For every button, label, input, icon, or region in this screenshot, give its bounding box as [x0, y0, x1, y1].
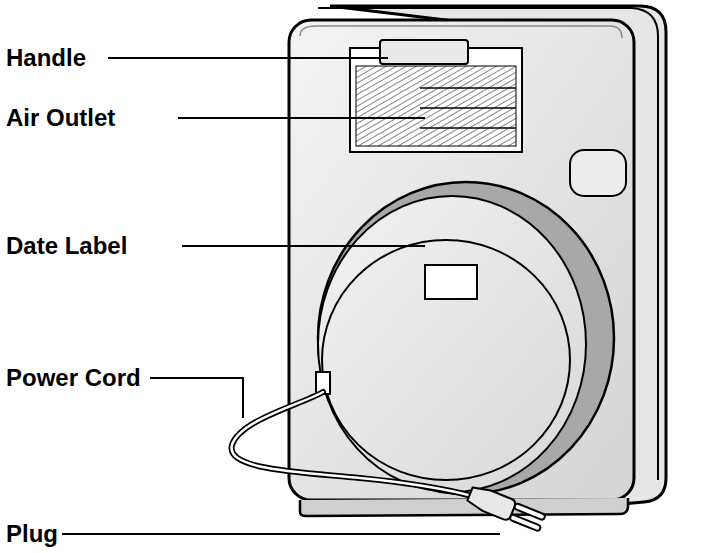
base	[300, 498, 628, 516]
power-cord-core	[232, 392, 472, 496]
grille-bar	[420, 107, 516, 109]
leader-line	[182, 245, 425, 247]
panel-rim	[300, 26, 622, 38]
part-label: Air Outlet	[6, 104, 115, 132]
leader-line	[108, 57, 388, 59]
part-label: Power Cord	[6, 364, 141, 392]
knob	[570, 150, 626, 196]
leader-line	[150, 378, 243, 418]
plug	[466, 484, 547, 534]
grille-bar	[420, 87, 516, 89]
leader-line	[178, 117, 425, 119]
grille-bar	[420, 127, 516, 129]
outlet-grille	[356, 66, 516, 146]
filter-ring	[318, 182, 614, 494]
handle	[380, 40, 468, 64]
date-label	[425, 265, 477, 299]
filter-cover	[318, 196, 586, 492]
leader-line	[62, 533, 500, 535]
part-label: Date Label	[6, 232, 127, 260]
part-label: Handle	[6, 44, 86, 72]
front-panel	[289, 20, 634, 500]
filter-inner	[322, 240, 570, 480]
part-label: Plug	[6, 520, 58, 548]
power-cord	[232, 392, 472, 496]
